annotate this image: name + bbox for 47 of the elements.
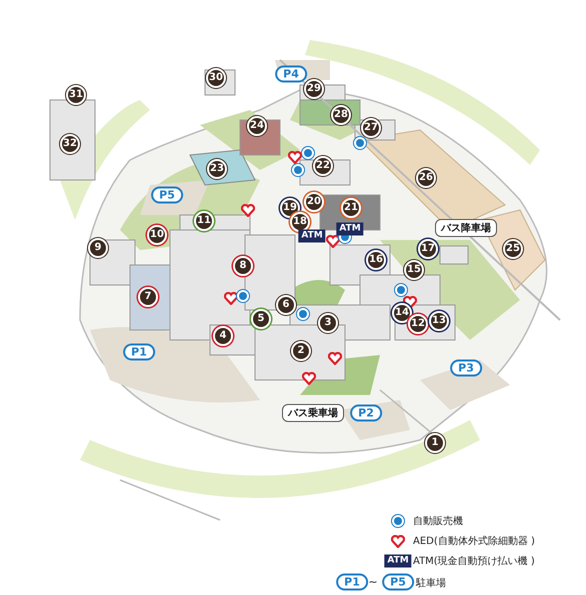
building-number-badge: 20 bbox=[304, 192, 324, 212]
building-number-badge: 17 bbox=[418, 239, 438, 259]
building-number-badge: 32 bbox=[60, 134, 80, 154]
atm-icon: ATM bbox=[384, 554, 412, 568]
building-number-badge: 22 bbox=[313, 156, 333, 176]
building-number-badge: 16 bbox=[366, 250, 386, 270]
parking-badge: P5 bbox=[151, 186, 183, 204]
building-number-badge: 23 bbox=[207, 159, 227, 179]
building-number-badge: 28 bbox=[331, 105, 351, 125]
building-number-badge: 13 bbox=[429, 311, 449, 331]
legend-label: 自動販売機 bbox=[413, 514, 463, 528]
atm-icon: ATM bbox=[336, 222, 364, 236]
building-number-badge: 30 bbox=[206, 68, 226, 88]
parking-badge: P1 bbox=[336, 574, 368, 590]
building-number-badge: 11 bbox=[194, 211, 214, 231]
building-number-badge: 26 bbox=[416, 168, 436, 188]
bus-stop-label: バス降車場 bbox=[435, 219, 497, 237]
building-number-badge: 4 bbox=[213, 326, 233, 346]
parking-badge: P4 bbox=[275, 66, 307, 82]
building-number-badge: 6 bbox=[276, 295, 296, 315]
parking-badge: P5 bbox=[382, 574, 414, 590]
parking-badge: P1 bbox=[123, 344, 155, 360]
building-number-badge: 24 bbox=[247, 116, 267, 136]
legend-label: ATM(現金自動預け払い機 ) bbox=[413, 554, 535, 568]
building-number-badge: 25 bbox=[503, 239, 523, 259]
building-number-badge: 29 bbox=[304, 79, 324, 99]
building-number-badge: 18 bbox=[290, 212, 310, 232]
building-number-badge: 21 bbox=[341, 198, 361, 218]
bus-stop-label: バス乗車場 bbox=[282, 404, 344, 422]
range-tilde: ~ bbox=[368, 576, 378, 588]
legend-label: AED(自動体外式除細動器 ) bbox=[413, 534, 535, 548]
building-number-badge: 27 bbox=[361, 118, 381, 138]
building-number-badge: 1 bbox=[425, 433, 445, 453]
building-number-badge: 31 bbox=[66, 85, 86, 105]
building-number-badge: 12 bbox=[408, 314, 428, 334]
legend-label: 駐車場 bbox=[416, 576, 446, 590]
building-number-badge: 5 bbox=[251, 309, 271, 329]
building-number-badge: 2 bbox=[291, 341, 311, 361]
parking-badge: P2 bbox=[350, 404, 382, 422]
building-number-badge: 10 bbox=[147, 225, 167, 245]
building-number-badge: 9 bbox=[88, 238, 108, 258]
building-number-badge: 8 bbox=[233, 256, 253, 276]
building-number-badge: 15 bbox=[404, 260, 424, 280]
atm-icon: ATM bbox=[298, 230, 326, 242]
parking-badge: P3 bbox=[450, 360, 482, 376]
building-number-badge: 7 bbox=[138, 287, 158, 307]
building-number-badge: 3 bbox=[318, 313, 338, 333]
